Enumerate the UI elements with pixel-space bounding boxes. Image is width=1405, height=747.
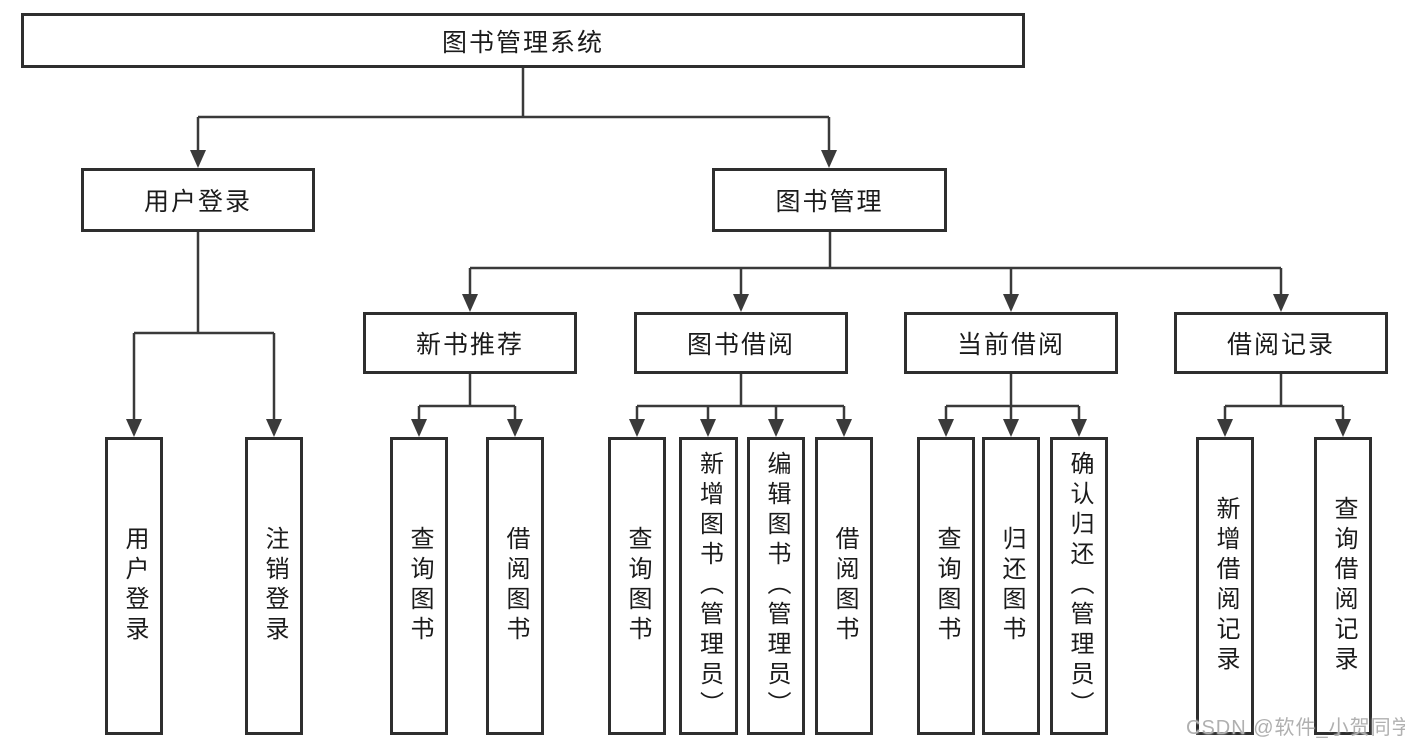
leaf-logout: 注销登录	[245, 437, 303, 735]
connector-root	[196, 68, 831, 153]
connector-book-borrowing	[635, 374, 846, 422]
leaf-label: 用户登录	[121, 526, 148, 646]
arrowhead	[462, 294, 478, 312]
leaf-label: 新增借阅记录	[1212, 496, 1239, 676]
connector-borrowing-records	[1223, 374, 1345, 422]
node-current-borrowing: 当前借阅	[904, 312, 1118, 374]
arrowhead	[266, 419, 282, 437]
leaf-label: 查询图书	[933, 526, 960, 646]
arrowhead	[629, 419, 645, 437]
node-borrowing-records: 借阅记录	[1174, 312, 1388, 374]
leaf-edit-book-admin: 编辑图书（管理员）	[747, 437, 805, 735]
arrowhead	[733, 294, 749, 312]
leaf-label: 归还图书	[998, 526, 1025, 646]
node-book-management: 图书管理	[712, 168, 947, 232]
arrowhead	[411, 419, 427, 437]
arrowhead	[1335, 419, 1351, 437]
arrowhead	[836, 419, 852, 437]
leaf-label: 查询图书	[406, 526, 433, 646]
leaf-label: 确认归还（管理员）	[1066, 451, 1093, 721]
connector-user-login	[132, 232, 276, 422]
leaf-label: 查询图书	[624, 526, 651, 646]
leaf-borrow-books-borrowing: 借阅图书	[815, 437, 873, 735]
leaf-label: 注销登录	[261, 526, 288, 646]
node-new-book-recommendation: 新书推荐	[363, 312, 577, 374]
connector-paths	[132, 68, 1345, 422]
leaf-query-books-current: 查询图书	[917, 437, 975, 735]
node-book-borrowing: 图书借阅	[634, 312, 848, 374]
leaf-query-borrow-record: 查询借阅记录	[1314, 437, 1372, 735]
arrowhead	[1003, 419, 1019, 437]
arrowhead	[190, 150, 206, 168]
arrowhead	[1273, 294, 1289, 312]
leaf-user-login: 用户登录	[105, 437, 163, 735]
leaf-borrow-books-recommend: 借阅图书	[486, 437, 544, 735]
arrowhead	[126, 419, 142, 437]
leaf-label: 编辑图书（管理员）	[763, 451, 790, 721]
csdn-watermark: CSDN @软件_小贺同学	[1186, 717, 1405, 739]
connector-book-management	[468, 232, 1283, 297]
node-user-login: 用户登录	[81, 168, 315, 232]
arrowhead	[938, 419, 954, 437]
arrowhead	[1071, 419, 1087, 437]
node-root-library-system: 图书管理系统	[21, 13, 1025, 68]
leaf-label: 新增图书（管理员）	[695, 451, 723, 721]
arrowhead	[1217, 419, 1233, 437]
leaf-add-borrow-record: 新增借阅记录	[1196, 437, 1254, 735]
leaf-query-books-borrowing: 查询图书	[608, 437, 666, 735]
arrowheads	[126, 150, 1351, 437]
arrowhead	[821, 150, 837, 168]
arrowhead	[700, 419, 716, 437]
leaf-return-book: 归还图书	[982, 437, 1040, 735]
leaf-query-books-recommend: 查询图书	[390, 437, 448, 735]
arrowhead	[1003, 294, 1019, 312]
leaf-label: 借阅图书	[502, 526, 529, 646]
arrowhead	[507, 419, 523, 437]
leaf-add-book-admin: 新增图书（管理员）	[679, 437, 738, 735]
connector-new-book-recommendation	[417, 374, 517, 422]
arrowhead	[768, 419, 784, 437]
leaf-label: 查询借阅记录	[1330, 496, 1357, 676]
leaf-confirm-return-admin: 确认归还（管理员）	[1050, 437, 1108, 735]
leaf-label: 借阅图书	[831, 526, 858, 646]
connector-current-borrowing	[944, 374, 1081, 422]
